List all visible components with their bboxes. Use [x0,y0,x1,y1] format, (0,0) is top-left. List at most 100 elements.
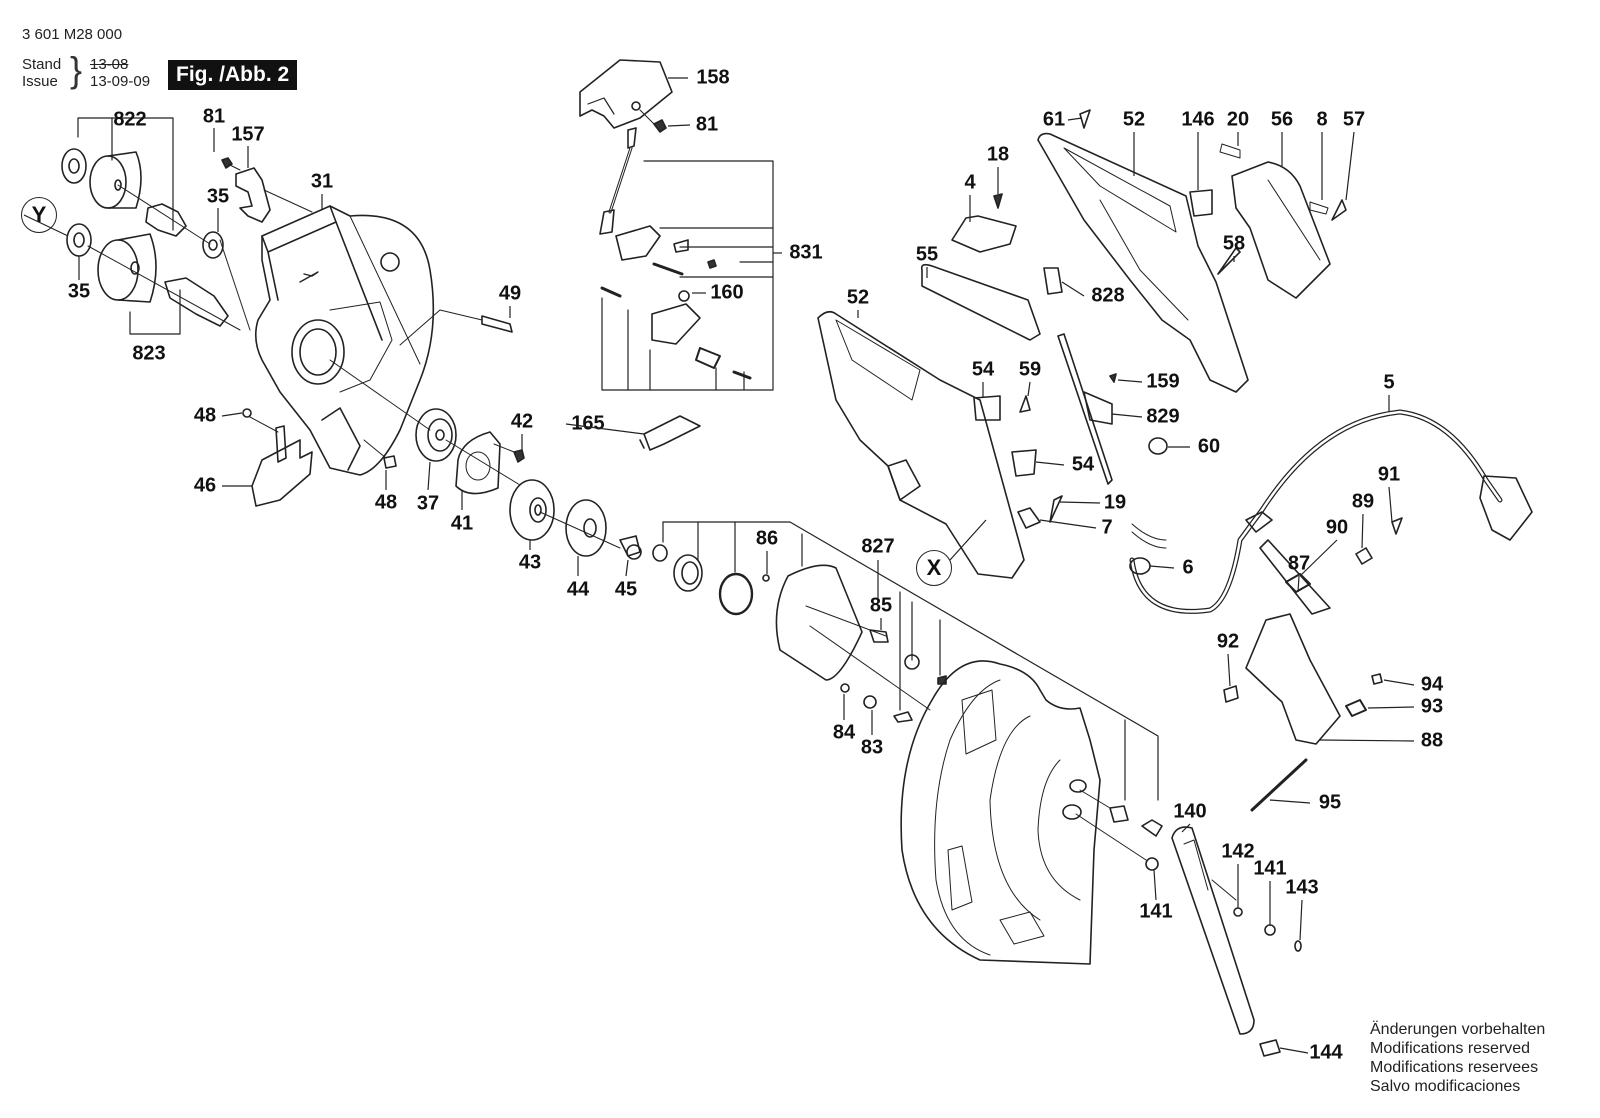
callout: 35 [67,280,91,303]
blade-guard-plate [775,564,863,681]
callout: 89 [1351,490,1375,513]
callout: 18 [986,143,1010,166]
callout: 91 [1377,463,1401,486]
callout: 59 [1018,358,1042,381]
callout: 61 [1042,108,1066,131]
label-165 [643,415,701,451]
callout: 140 [1173,800,1207,823]
handle-cover-56 [1231,161,1331,299]
washer-142 [1233,907,1243,917]
callout: 6 [1182,556,1194,579]
spring-827 [718,572,754,616]
figure-badge: Fig. /Abb. 2 [168,60,298,90]
spring-90 [1285,573,1311,593]
callout: 81 [695,113,719,136]
callout: 54 [971,358,995,381]
screw-49 [481,315,513,333]
screw-91 [1391,517,1403,535]
callout: 60 [1197,435,1221,458]
callout: 90 [1325,516,1349,539]
screw-48b [383,455,397,469]
screw-83 [863,695,877,709]
grommet-60 [1148,437,1168,455]
plug-icon [1479,475,1533,541]
clip-54a [973,395,1001,421]
switch-cover-158 [579,59,673,129]
callout: 45 [614,578,638,601]
screw-61 [1079,109,1091,129]
bracket-88 [1245,613,1341,745]
spring-93 [1345,699,1367,717]
screw-85 [869,629,889,643]
callout: 157 [231,123,265,146]
bearing-35 [202,231,224,259]
callout: 41 [450,512,474,535]
callout: 52 [1122,108,1146,131]
plate-46 [251,439,313,507]
old-date: 13-08 [90,56,129,73]
note-line-en: Modifications reserved [1370,1040,1531,1057]
note-line-de: Änderungen vorbehalten [1370,1021,1546,1038]
part-number: 3 601 M28 000 [22,26,123,43]
callout: 141 [1139,900,1173,923]
ring-143 [1294,940,1302,952]
callout: 83 [860,736,884,759]
callout: 56 [1270,108,1294,131]
screw-42 [513,449,525,463]
callout: 831 [789,241,823,264]
callout: 48 [374,491,398,514]
washer-141b [1264,924,1276,936]
callout: 44 [566,578,590,601]
blade-guard-lower [900,660,1101,965]
handle-52-lower [817,310,1025,579]
callout: 159 [1146,370,1180,393]
marker-x: X [916,550,952,586]
flange-44 [565,499,607,557]
nut-92 [1223,685,1239,703]
issue-label: Issue [22,73,58,90]
screw-81b [653,119,667,133]
callout: 58 [1222,232,1246,255]
screw-18 [993,193,1003,209]
note-line-fr: Modifications reservees [1370,1059,1539,1076]
callout: 5 [1383,371,1395,394]
callout: 86 [755,527,779,550]
callout: 141 [1253,857,1287,880]
callout: 48 [193,404,217,427]
callout: 31 [310,170,334,193]
callout: 87 [1287,552,1311,575]
callout: 8 [1316,108,1328,131]
callout: 19 [1103,491,1127,514]
bolt-45 [619,535,641,557]
power-cord-5 [1129,409,1503,614]
washer-84 [840,683,850,693]
callout: 95 [1318,791,1342,814]
switch-146 [1189,189,1213,217]
cover-plate-41 [455,431,501,495]
screw-95 [1250,758,1308,812]
knob [1141,819,1163,837]
arm-140 [1171,826,1255,1035]
callout: 94 [1420,673,1444,696]
callout: 84 [832,721,856,744]
screw-144 [1259,1039,1281,1057]
nut-94 [1371,673,1383,685]
sensor-829 [1057,333,1113,485]
callout: 160 [710,281,744,304]
motor-housing-31 [254,205,435,476]
callout: 85 [869,594,893,617]
screw-59 [1019,395,1031,413]
note-line-es: Salvo modificaciones [1370,1078,1521,1095]
switch-4 [951,215,1017,253]
screw-57 [1331,199,1347,221]
callout: 52 [846,286,870,309]
part-822-group [61,117,211,245]
callout: 88 [1420,729,1444,752]
callout: 823 [132,342,166,365]
label-8 [1309,201,1329,215]
bushing [1109,805,1129,823]
callout: 7 [1101,516,1113,539]
screw-58 [1217,247,1241,275]
screw-159 [1109,373,1117,383]
